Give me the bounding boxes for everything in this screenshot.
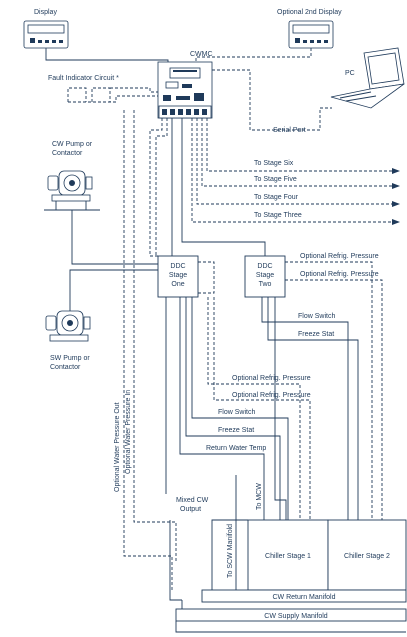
ddc-one-refrig-label-1: Optional Refrig. Pressure: [232, 375, 311, 382]
stage-three-label: To Stage Three: [254, 212, 302, 219]
optional-display-device: [288, 20, 334, 49]
serial-port-cable: [212, 69, 332, 131]
chiller-stage-2-label: Chiller Stage 2: [344, 553, 390, 560]
cw-supply-manifold: [175, 608, 407, 622]
sw-pump-label-1: SW Pump or: [50, 355, 90, 362]
ddc-two-label-3: Two: [259, 281, 272, 288]
ddc-one-label-2: Stage: [169, 272, 187, 279]
sw-pump: [45, 310, 91, 342]
mixed-cw-wire-2: [169, 520, 182, 601]
water-pressure-out-wire: [123, 110, 173, 590]
supply-bottom-wire: [175, 621, 406, 633]
display-cable: [45, 48, 169, 62]
ddc-stage-one-box: [157, 255, 199, 298]
chiller-stage-1-label: Chiller Stage 1: [265, 553, 311, 560]
to-scw-label: To SCW Manifold: [227, 524, 234, 578]
ddc-one-refrig-2: [213, 297, 311, 520]
ddc-two-vertical-down: [274, 297, 287, 520]
water-pressure-in-label: Optional Water Pressure In: [125, 390, 132, 474]
fault-circuit-label: Fault Indicator Circuit *: [48, 75, 119, 82]
ddc-one-label-3: One: [171, 281, 184, 288]
ddc-two-refrig-label-2: Optional Refrig. Pressure: [300, 271, 379, 278]
cwmc-ddc-two-wire: [181, 118, 266, 256]
chiller-stage-2-box: [327, 519, 407, 591]
ddc-one-label-1: DDC: [170, 263, 185, 270]
sw-pump-wire: [69, 269, 158, 311]
water-pressure-in-wire: [133, 110, 177, 562]
sw-pump-label-2: Contactor: [50, 364, 81, 371]
fault-circuit-wire: [67, 87, 158, 102]
to-mcw-label: To MCW: [256, 483, 263, 510]
optional-display-label: Optional 2nd Display: [277, 9, 342, 16]
mixed-cw-label-1: Mixed CW: [176, 497, 209, 504]
ddc-two-refrig-2: [285, 279, 383, 520]
cwmc-fault-drop-1: [149, 118, 163, 257]
return-water-temp-label: Return Water Temp: [206, 445, 266, 452]
return-left-wire: [211, 519, 248, 590]
chiller-stage-1-box: [247, 519, 329, 591]
ddc-one-return-water-temp: [179, 297, 265, 466]
pc-label: PC: [345, 70, 355, 77]
ddc-two-flow-switch: [261, 297, 349, 520]
stage-output-lines: [191, 118, 400, 225]
optional-display-cable: [195, 48, 312, 62]
fault-return-wire: [68, 95, 158, 103]
ddc-one-freeze-stat: [185, 297, 281, 520]
cwmc-label: CWMC: [190, 51, 213, 58]
cw-pump: [44, 170, 100, 211]
ddc-two-refrig-1: [285, 261, 373, 520]
cw-pump-wire: [71, 210, 158, 265]
mixed-cw-label-2: Output: [180, 506, 201, 513]
ddc-one-side-wire: [198, 261, 215, 294]
ddc-two-flow-switch-label: Flow Switch: [298, 313, 335, 320]
cw-pump-label-2: Contactor: [52, 150, 83, 157]
water-pressure-out-label: Optional Water Pressure Out: [114, 402, 121, 492]
stage-four-label: To Stage Four: [254, 194, 299, 201]
ddc-two-refrig-label-1: Optional Refrig. Pressure: [300, 253, 379, 260]
display-label: Display: [34, 9, 57, 16]
display-device: [23, 20, 69, 49]
cw-supply-manifold-label: CW Supply Manifold: [264, 613, 328, 620]
ddc-one-freeze-stat-label: Freeze Stat: [218, 427, 254, 434]
ddc-two-label-1: DDC: [257, 263, 272, 270]
ddc-two-freeze-stat: [267, 297, 359, 520]
cw-pump-label-1: CW Pump or: [52, 141, 93, 148]
ddc-two-freeze-stat-label: Freeze Stat: [298, 331, 334, 338]
stage-six-label: To Stage Six: [254, 160, 294, 167]
ddc-two-label-2: Stage: [256, 272, 274, 279]
cwmc-fault-drop-2: [155, 118, 168, 256]
ddc-one-flow-switch-label: Flow Switch: [218, 409, 255, 416]
stage-five-label: To Stage Five: [254, 176, 297, 183]
ddc-one-refrig-1: [207, 297, 301, 520]
ddc-one-flow-switch: [191, 297, 289, 520]
pc-laptop: [330, 47, 405, 109]
cwmc-controller: [157, 61, 213, 119]
serial-port-label: Serial Port: [273, 127, 306, 134]
ddc-one-refrig-label-2: Optional Refrig. Pressure: [232, 392, 311, 399]
cw-return-manifold-label: CW Return Manifold: [272, 594, 335, 601]
cw-return-manifold: [201, 589, 407, 603]
